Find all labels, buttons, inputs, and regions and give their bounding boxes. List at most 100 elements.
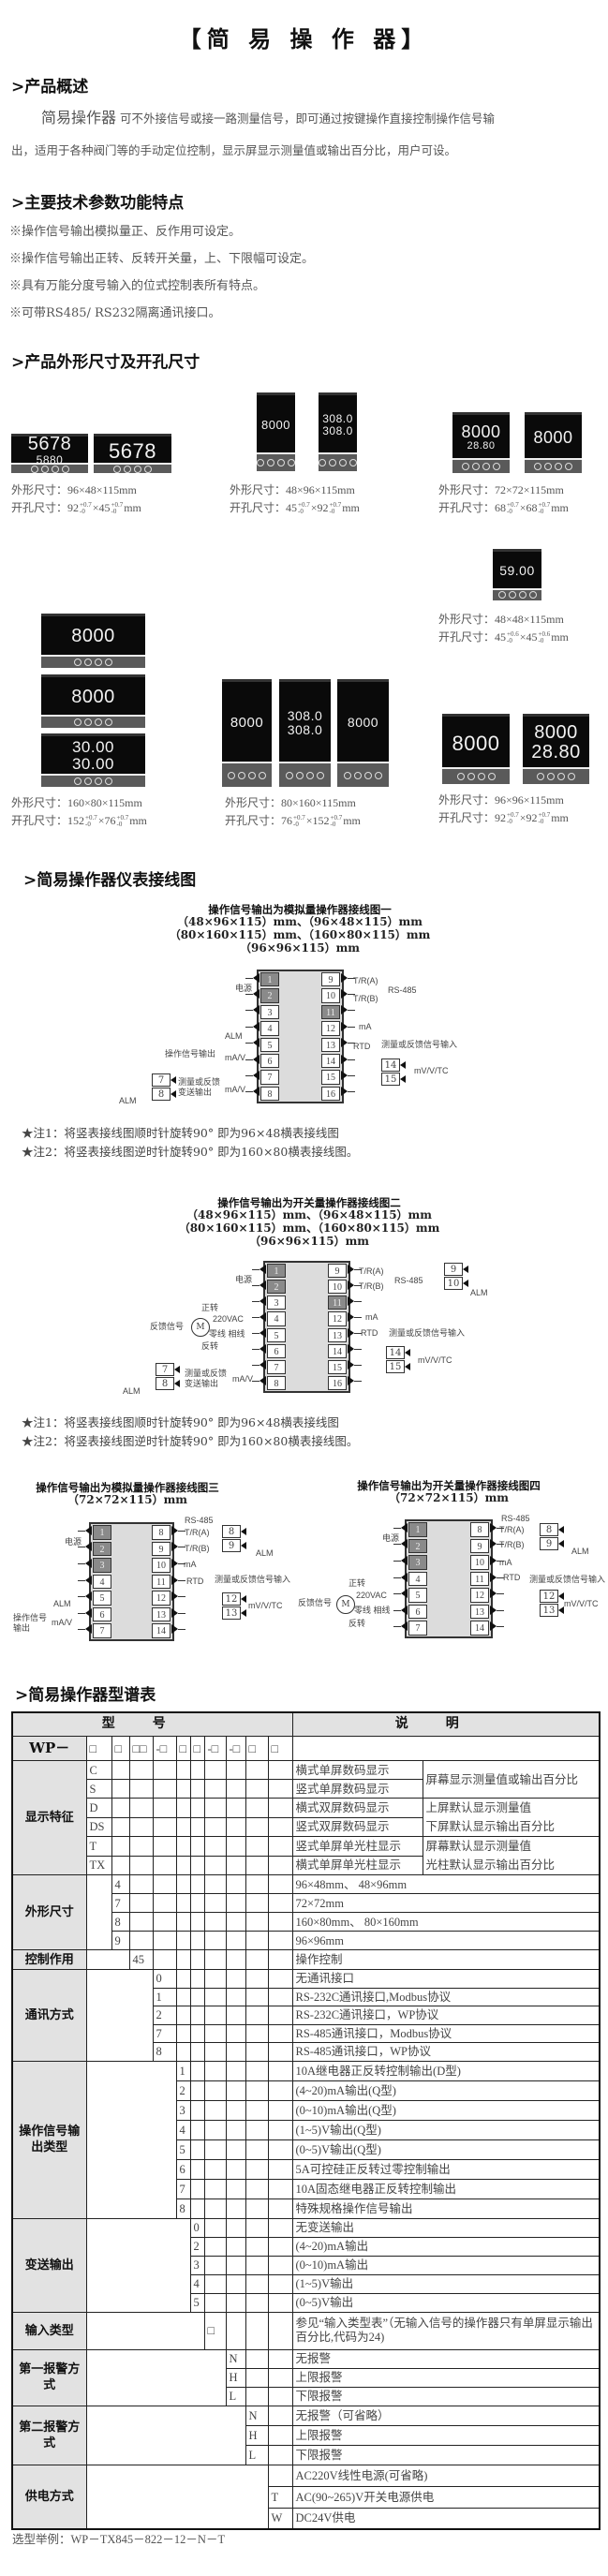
- terminal-arrow-icon: [253, 1005, 260, 1015]
- device-button-icon: [568, 773, 575, 781]
- cutout-b: 68: [526, 501, 538, 514]
- terminal: 10: [470, 1555, 489, 1570]
- terminal-arrow-icon: [85, 1607, 92, 1618]
- empty-cell: [175, 2023, 191, 2043]
- terminal: 14: [381, 1059, 406, 1072]
- empty-cell: [267, 2060, 293, 2081]
- diagram-label-trb: T/R(B): [353, 994, 378, 1003]
- unit: mm: [338, 796, 356, 809]
- empty-cell: [203, 2023, 227, 2043]
- motor-icon: M: [336, 1595, 355, 1614]
- empty-cell: [225, 2217, 246, 2238]
- device-display: 8000: [41, 616, 145, 657]
- option-description: 下限报警: [291, 2444, 601, 2465]
- terminal: 8: [540, 1523, 564, 1536]
- diagram-label-alm2: ALM: [123, 1386, 141, 1396]
- diagram-label-alm_r: ALM: [571, 1547, 589, 1556]
- empty-cell: [175, 1779, 191, 1799]
- empty-cell: [128, 1855, 154, 1875]
- terminal-arrow-icon: [171, 1591, 178, 1602]
- device-button-icon: [349, 459, 357, 467]
- empty-cell: [203, 2006, 227, 2025]
- empty-cell: [225, 2236, 246, 2257]
- wire-line: [252, 1284, 260, 1286]
- empty-cell: [225, 1874, 246, 1894]
- product-image: 8000: [222, 679, 272, 787]
- device-button-icon: [105, 658, 112, 666]
- device-readout: 8000: [261, 417, 290, 432]
- note-line: 上屏默认显示测量值: [425, 1801, 532, 1814]
- empty-cell: [203, 2060, 227, 2081]
- tolerance: +0.6-0: [538, 630, 551, 645]
- wire-line: [348, 1010, 355, 1012]
- empty-cell: [189, 2158, 205, 2180]
- empty-cell: [225, 2292, 246, 2313]
- wire-line: [252, 1365, 260, 1367]
- terminal: 1: [267, 1264, 286, 1279]
- terminal-arrow-icon: [401, 1572, 408, 1582]
- option-code: 9: [111, 1931, 130, 1950]
- tolerance: +0.7-0: [116, 814, 129, 829]
- unit: mm: [119, 483, 137, 496]
- empty-cell: [267, 1816, 293, 1837]
- terminal-arrow-icon: [85, 1542, 92, 1552]
- empty-cell: [267, 2348, 293, 2369]
- diagram-label-tra: T/R(A): [499, 1525, 525, 1534]
- product-image: 8000: [257, 392, 295, 471]
- diagram-label-meas_in: 测量或反馈信号输入: [389, 1328, 466, 1338]
- note-1: ★注1：将竖表接线图顺时针旋转90° 即为96×48横表接线图: [22, 1126, 339, 1140]
- option-description: (0~10)mA输出(Q型): [291, 2099, 601, 2121]
- wire-line: [245, 1026, 253, 1028]
- unit: mm: [124, 501, 141, 514]
- device-button-icon: [534, 463, 541, 471]
- diagram-label-ma: mA: [365, 1312, 378, 1322]
- device-readout: 28.80: [531, 742, 581, 763]
- unit: mm: [546, 613, 564, 626]
- wire-line: [354, 1381, 362, 1383]
- option-description: 竖式单屏单光柱显示: [291, 1836, 423, 1857]
- empty-cell: [189, 2099, 205, 2121]
- code-placeholder: □: [111, 1736, 130, 1761]
- option-description: (0~5)V输出: [291, 2292, 601, 2313]
- device-readout: 308.0: [322, 423, 353, 437]
- terminal: 7: [408, 1621, 427, 1636]
- empty-cell: [245, 2099, 269, 2121]
- header-description: 说明: [291, 1711, 601, 1737]
- option-description: (4~20)mA输出: [291, 2236, 601, 2257]
- model-example: 选型举例：WP－TX845－822－12－N－T: [12, 2533, 226, 2546]
- device-button-icon: [375, 771, 382, 779]
- empty-cell: [152, 1779, 177, 1799]
- option-code: 5: [189, 2292, 205, 2313]
- device-readout: 308.0: [287, 708, 323, 723]
- device-button-icon: [487, 773, 496, 781]
- device-button-icon: [319, 459, 326, 467]
- empty-cell: [225, 2006, 246, 2025]
- option-description: RS-485通讯接口，WP协议: [291, 2042, 601, 2062]
- terminal: 4: [260, 1021, 279, 1036]
- empty-cell: [203, 2236, 227, 2257]
- blank-cell: [85, 2217, 191, 2313]
- terminal-arrow-icon: [401, 1555, 408, 1565]
- overview-paragraph: 简易操作器 可不外接信号或接一路测量信号，即可通过按键操作直接控制操作信号输 出…: [11, 109, 597, 160]
- terminal: 12: [222, 1592, 246, 1606]
- device-display: 8000: [257, 395, 295, 454]
- empty-cell: [111, 1836, 130, 1857]
- device-button-icon: [482, 463, 490, 471]
- diagram-label-mav2: mA/V: [225, 1085, 246, 1094]
- empty-cell: [267, 1836, 293, 1857]
- empty-cell: [267, 2292, 293, 2313]
- cutout-b: 92: [317, 501, 329, 514]
- wire-line: [354, 1365, 362, 1367]
- device-readout: 8000: [461, 422, 501, 441]
- terminal-arrow-icon: [85, 1624, 92, 1635]
- terminal: 1: [260, 972, 279, 987]
- device-keypad: [319, 452, 357, 471]
- terminal-arrow-icon: [253, 989, 260, 999]
- diagram-dimensions: （80×160×115）mm、（160×80×115）mm: [169, 928, 431, 941]
- terminal: 11: [321, 1004, 340, 1020]
- terminal-arrow-icon: [253, 1087, 260, 1097]
